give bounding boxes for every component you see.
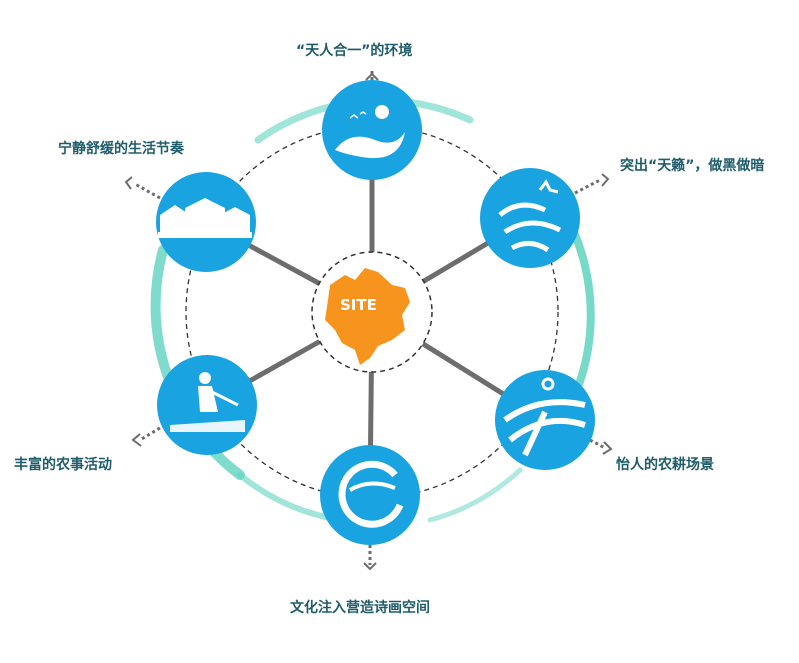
node-label-top-left: 宁静舒缓的生活节奏 bbox=[58, 141, 184, 157]
node-label-bottom-left: 丰富的农事活动 bbox=[14, 457, 112, 473]
node-4 bbox=[157, 355, 257, 455]
node-label-top-right: 突出“天籁”，做黑做暗 bbox=[620, 158, 765, 174]
node-label-bottom: 文化注入营造诗画空间 bbox=[290, 600, 430, 616]
night-sky-wave-icon bbox=[498, 179, 562, 253]
node-label-top: “天人合一”的环境 bbox=[296, 43, 413, 59]
node-1 bbox=[480, 168, 580, 268]
arrow-extensions bbox=[124, 70, 613, 571]
village-houses-icon bbox=[158, 198, 252, 238]
node-3 bbox=[320, 445, 420, 545]
ink-painting-icon bbox=[338, 460, 404, 528]
farmer-icon bbox=[170, 372, 245, 432]
site-map-shape bbox=[325, 268, 410, 365]
node-label-bottom-right: 怡人的农耕场景 bbox=[616, 457, 714, 473]
node-5 bbox=[156, 172, 256, 272]
site-label: SITE bbox=[340, 296, 377, 314]
node-0 bbox=[322, 80, 422, 180]
node-2 bbox=[495, 370, 595, 470]
farmland-icon bbox=[503, 377, 586, 457]
landscape-river-icon bbox=[335, 105, 405, 159]
